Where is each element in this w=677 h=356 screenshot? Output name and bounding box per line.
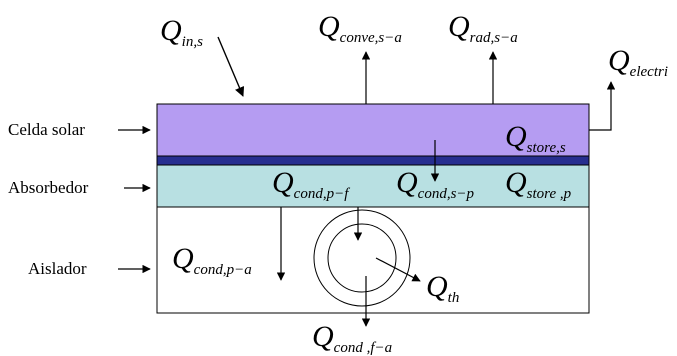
q-in-label: Qin,s xyxy=(160,14,203,50)
arrow-q-th xyxy=(375,257,421,282)
q-cond-sp-label: Qcond,s−p xyxy=(396,166,475,202)
label-solar-cell: Celda solar xyxy=(8,120,85,139)
q-cond-fa-label: Qcond ,f−a xyxy=(312,320,392,356)
q-store-s-label: Qstore,s xyxy=(505,120,566,156)
q-rad-label: Qrad,s−a xyxy=(448,10,518,46)
label-absorber: Absorbedor xyxy=(8,178,89,197)
q-cond-pf-label: Qcond,p−f xyxy=(272,166,350,202)
pipe-inner xyxy=(327,223,397,293)
arrow-q-in xyxy=(217,36,245,97)
q-conv-label: Qconve,s−a xyxy=(318,10,402,46)
q-th-label: Qth xyxy=(426,270,459,306)
separator-layer xyxy=(156,155,590,166)
arrow-q-electric xyxy=(589,81,616,131)
q-electric-label: Qelectri xyxy=(608,44,668,80)
q-cond-pa-label: Qcond,p−a xyxy=(172,242,252,278)
absorber-layer xyxy=(156,164,590,208)
q-store-p-label: Qstore ,p xyxy=(505,166,572,202)
solar-cell-layer xyxy=(156,103,590,157)
label-insulator: Aislador xyxy=(28,259,87,278)
